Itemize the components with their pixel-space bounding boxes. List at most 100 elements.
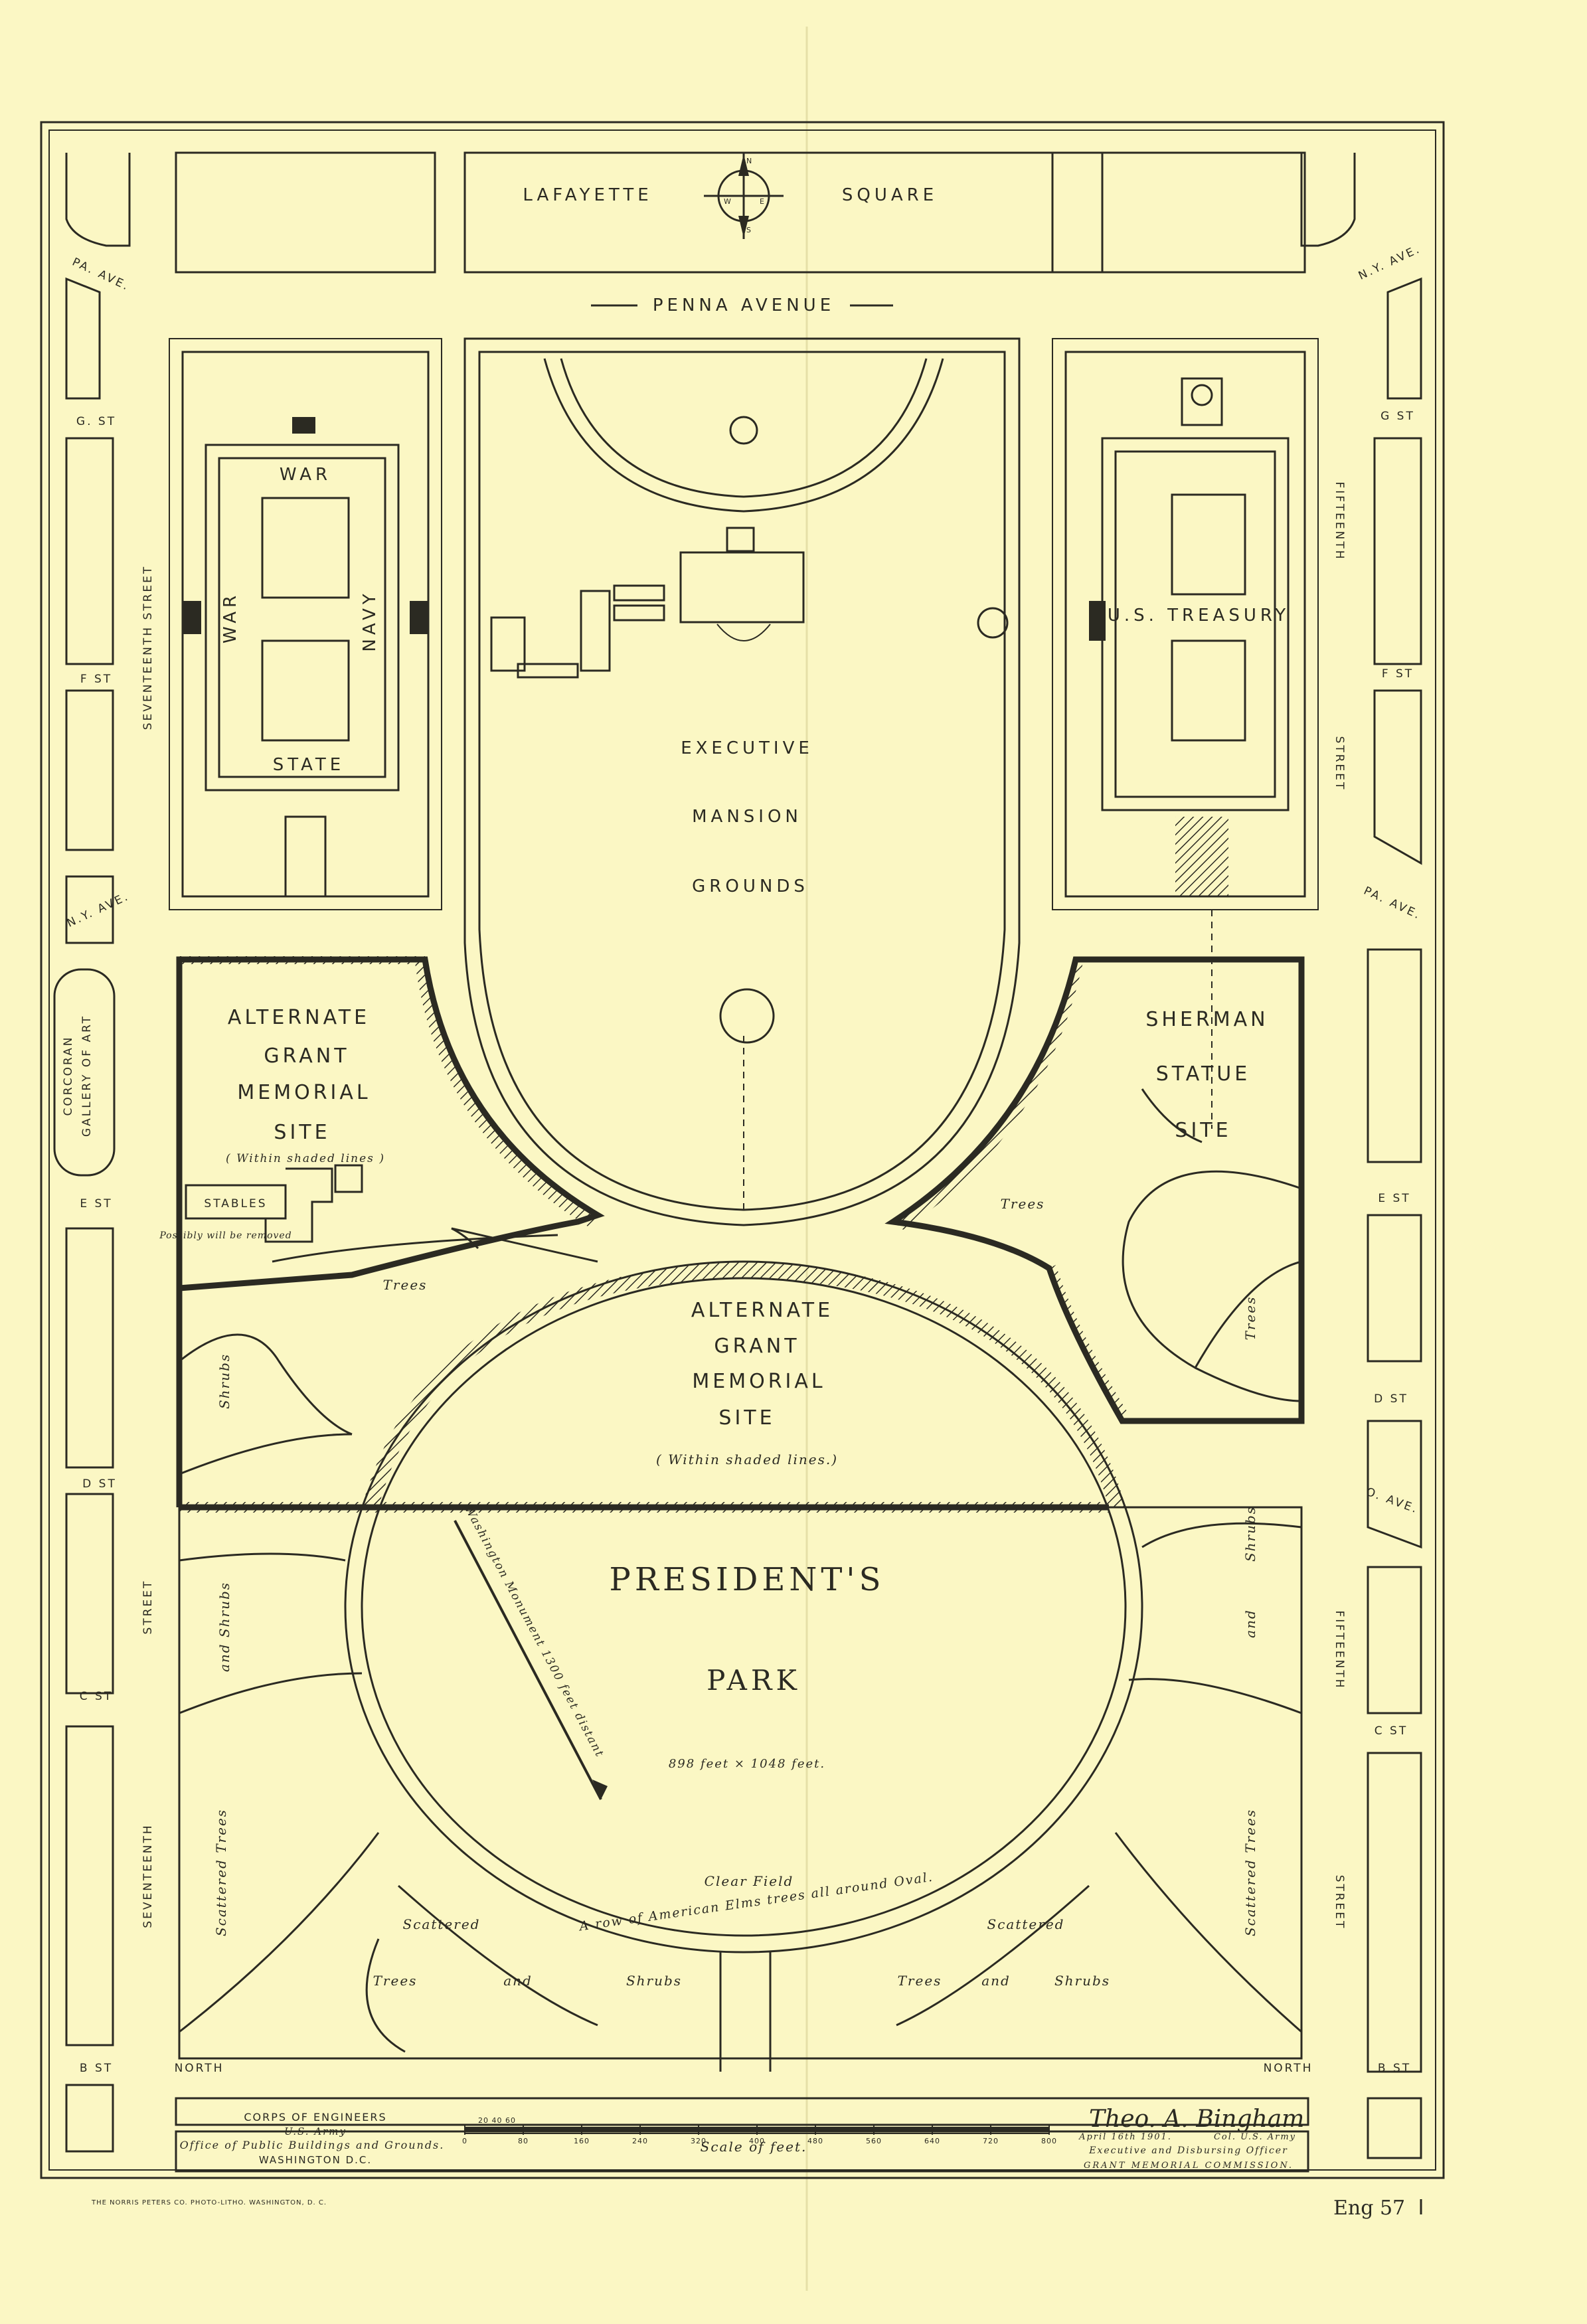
shrubs-east-label: Shrubs: [1242, 1506, 1258, 1562]
scale-tick-label: 640: [924, 2137, 940, 2145]
and-east2-label: and: [981, 1973, 1011, 1989]
corcoran-line1: CORCORAN: [62, 1036, 75, 1116]
shrubs-label-1: Shrubs: [216, 1353, 232, 1409]
alt-center-line4: SITE: [718, 1406, 775, 1430]
f-st-east-label: F ST: [1382, 667, 1414, 681]
scattered-trees-east-label: Scattered Trees: [1242, 1809, 1258, 1936]
square-label: SQUARE: [842, 185, 938, 205]
washington-monument-line: [454, 1520, 602, 1800]
clear-field-note: Clear Field: [705, 1873, 794, 1889]
top-blocks: [65, 151, 1356, 274]
compass-e: E: [760, 197, 765, 206]
north-east-label: NORTH: [1264, 2062, 1313, 2075]
f-st-west-label: F ST: [80, 673, 112, 686]
b-st-east-label: B ST: [1378, 2062, 1411, 2075]
compass-s: S: [746, 226, 752, 234]
alt-west-line4: SITE: [274, 1121, 330, 1144]
washington-monument-note: Washington Monument 1300 feet distant: [461, 1504, 606, 1760]
and-shrubs-west-label: and Shrubs: [216, 1582, 232, 1672]
fifteenth-lower-a-label: FIFTEENTH: [1333, 1610, 1346, 1689]
west-blocks: [53, 277, 116, 2153]
scattered-trees-west-label: Scattered Trees: [213, 1809, 229, 1936]
trees-west-label: Trees: [373, 1973, 418, 1989]
b-st-west-label: B ST: [80, 2062, 113, 2075]
pa-ave-nw-label: PA. AVE.: [70, 256, 131, 294]
scale-tick-label: 320: [691, 2137, 707, 2145]
lafayette-label: LAFAYETTE: [523, 185, 652, 205]
trees-label-2: Trees: [1001, 1196, 1045, 1212]
presidents-park-title2: PARK: [707, 1664, 801, 1697]
e-st-east-label: E ST: [1378, 1192, 1410, 1205]
scale-tick-label: 0: [462, 2137, 467, 2145]
penna-avenue-label: PENNA AVENUE: [653, 295, 835, 315]
executive-label: EXECUTIVE: [681, 738, 813, 758]
seventeenth-street-lower-b-label: SEVENTEENTH: [141, 1823, 155, 1928]
alt-center-line2: GRANT: [714, 1335, 799, 1358]
scale-tick-label: 240: [632, 2137, 648, 2145]
trees-label-3: Trees: [1242, 1296, 1258, 1341]
scale-tick-label: 160: [574, 2137, 590, 2145]
corps-line4: WASHINGTON D.C.: [259, 2154, 372, 2166]
outer-border: [40, 121, 1445, 2179]
shrubs-east2-label: Shrubs: [1054, 1973, 1110, 1989]
sherman-site: [884, 910, 1305, 1424]
compass-n: N: [746, 157, 752, 165]
d-st-west-label: D ST: [82, 1477, 117, 1491]
seventeenth-street-lower-a-label: STREET: [141, 1580, 155, 1635]
and-west-label: and: [503, 1973, 533, 1989]
and-east-label: and: [1242, 1609, 1258, 1638]
inner-border: [48, 129, 1436, 2171]
treasury-building: [1052, 338, 1319, 910]
trees-label-1: Trees: [383, 1277, 428, 1293]
scale-tick-label: 720: [983, 2137, 999, 2145]
alt-west-line1: ALTERNATE: [228, 1006, 370, 1029]
alt-west-line3: MEMORIAL: [237, 1081, 371, 1104]
alt-center-line1: ALTERNATE: [691, 1299, 833, 1322]
presidents-park-dims: 898 feet × 1048 feet.: [669, 1757, 825, 1771]
c-st-west-label: C ST: [80, 1690, 113, 1703]
signature-date: April 16th 1901.: [1078, 2132, 1172, 2142]
scale-tick-label: 400: [749, 2137, 765, 2145]
war-side-label: WAR: [220, 592, 240, 643]
ny-ave-west-label: N.Y. AVE.: [65, 890, 131, 930]
corps-line2: U.S. Army: [284, 2125, 347, 2137]
sherman-line2: STATUE: [1156, 1062, 1250, 1086]
fifteenth-upper-b-label: STREET: [1333, 736, 1346, 791]
scattered-east-label: Scattered: [987, 1916, 1065, 1932]
ny-ave-ne-label: N.Y. AVE.: [1357, 242, 1423, 283]
navy-label: NAVY: [360, 590, 380, 651]
pa-ave-east-label: PA. AVE.: [1361, 884, 1423, 923]
seventeenth-street-upper-label: SEVENTEENTH STREET: [141, 565, 155, 730]
eng-reference: Eng 57: [1333, 2197, 1405, 2220]
war-top-label: WAR: [280, 465, 331, 485]
d-st-east-label: D ST: [1374, 1392, 1408, 1406]
alt-center-line3: MEMORIAL: [692, 1370, 825, 1393]
signature-title: Executive and Disbursing Officer: [1088, 2145, 1288, 2156]
g-st-east-label: G ST: [1380, 410, 1415, 423]
lower-paths: [175, 1506, 1309, 2173]
north-west-label: NORTH: [175, 2062, 224, 2075]
trees-east-label: Trees: [898, 1973, 942, 1989]
scattered-west-label: Scattered: [403, 1916, 481, 1932]
o-ave-east-label: O. AVE.: [1364, 1485, 1420, 1517]
shrubs-west-label: Shrubs: [626, 1973, 682, 1989]
alt-west-line2: GRANT: [264, 1044, 349, 1068]
signature-rank: Col. U.S. Army: [1214, 2132, 1296, 2142]
printer-credit: THE NORRIS PETERS CO. PHOTO-LITHO. WASHI…: [91, 2199, 327, 2206]
corps-line1: CORPS OF ENGINEERS: [244, 2111, 386, 2123]
war-state-navy-building: [169, 338, 442, 910]
e-st-west-label: E ST: [80, 1197, 112, 1210]
fifteenth-lower-b-label: STREET: [1333, 1875, 1346, 1930]
scale-label: Scale of feet.: [701, 2139, 807, 2155]
scale-small-ticks: 20 40 60: [478, 2116, 516, 2125]
scale-tick-label: 560: [866, 2137, 882, 2145]
sherman-line3: SITE: [1175, 1119, 1231, 1142]
state-label: STATE: [273, 755, 345, 775]
stables-note: Possibly will be removed: [159, 1230, 292, 1241]
compass-w: W: [724, 197, 732, 206]
scale-tick-label: 800: [1041, 2137, 1057, 2145]
c-st-east-label: C ST: [1375, 1724, 1408, 1738]
scale-tick-label: 80: [518, 2137, 529, 2145]
